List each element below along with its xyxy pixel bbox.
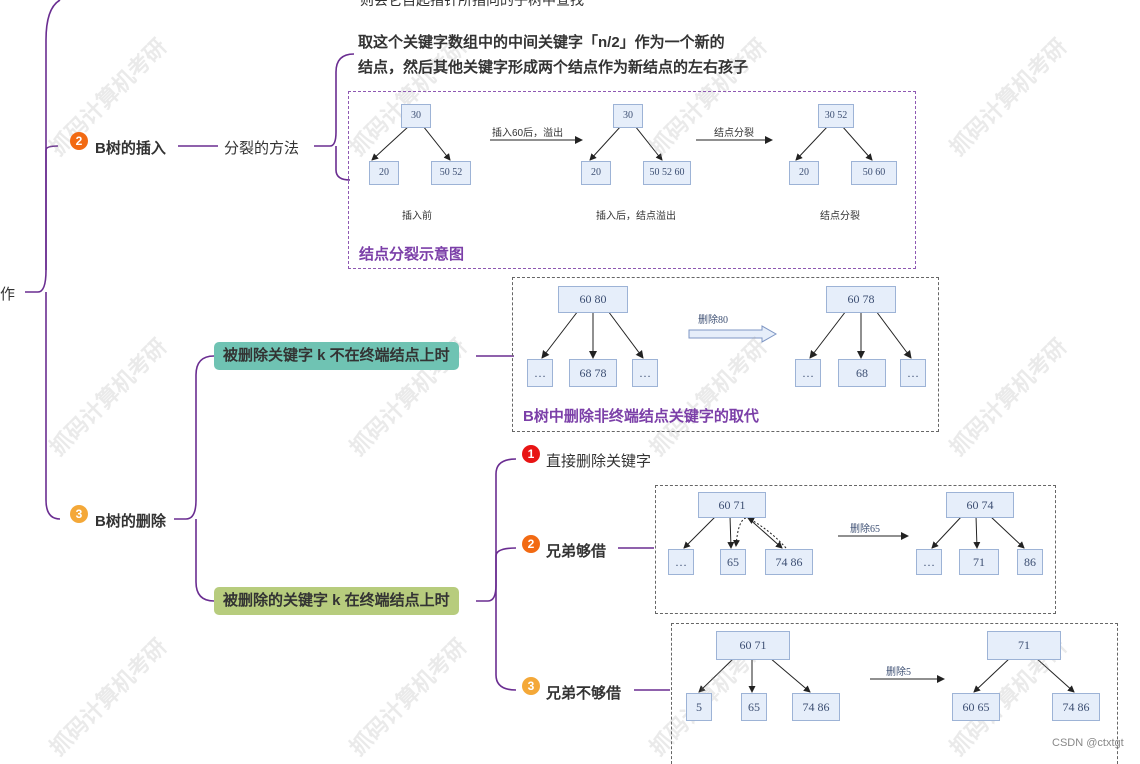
- merge-diagram-box: [671, 623, 1118, 764]
- c3-before-child1: 5: [686, 693, 712, 721]
- insert-node[interactable]: B树的插入: [95, 140, 166, 157]
- overflow-caption: 插入后，结点溢出: [596, 211, 676, 222]
- split-desc-line1: 取这个关键字数组中的中间关键字「n/2」作为一个新的: [358, 34, 725, 51]
- before-right-node: 50 52: [431, 161, 471, 185]
- delete-order-badge: 3: [70, 505, 88, 523]
- c3-before-root: 60 71: [716, 631, 790, 660]
- before-left-node: 20: [369, 161, 399, 185]
- overflow-left-node: 20: [581, 161, 611, 185]
- nl-after-child1: …: [795, 359, 821, 387]
- leaf-deletion-node[interactable]: 被删除的关键字 k 在终端结点上时: [214, 587, 459, 615]
- split-right-node: 50 60: [851, 161, 897, 185]
- before-root-node: 30: [401, 104, 431, 128]
- nl-after-root: 60 78: [826, 286, 896, 313]
- delete-node[interactable]: B树的删除: [95, 513, 166, 530]
- c2-after-child3: 86: [1017, 549, 1043, 575]
- root-node-fragment: 作: [0, 286, 16, 303]
- cannot-borrow-node[interactable]: 兄弟不够借: [546, 685, 622, 702]
- cut-off-text: 则会它自起指针所指向的子树中查找: [360, 0, 584, 8]
- case2-badge: 2: [522, 535, 540, 553]
- c3-arrow-label: 删除5: [886, 667, 911, 678]
- split-diagram-caption: 结点分裂示意图: [359, 246, 465, 263]
- overflow-root-node: 30: [613, 104, 643, 128]
- nonleaf-diagram-box: [512, 277, 939, 432]
- c3-before-child3: 74 86: [792, 693, 840, 721]
- direct-delete-node[interactable]: 直接删除关键字: [546, 453, 652, 470]
- nonleaf-deletion-node[interactable]: 被删除关键字 k 不在终端结点上时: [214, 342, 459, 370]
- c3-after-child2: 74 86: [1052, 693, 1100, 721]
- c2-after-child1: …: [916, 549, 942, 575]
- borrow-diagram-box: [655, 485, 1056, 614]
- nonleaf-diagram-caption: B树中删除非终端结点关键字的取代: [523, 408, 759, 425]
- insert-order-badge: 2: [70, 132, 88, 150]
- csdn-credit: CSDN @ctxtgt: [1052, 737, 1124, 749]
- nl-before-root: 60 80: [558, 286, 628, 313]
- split-left-node: 20: [789, 161, 819, 185]
- overflow-right-node: 50 52 60: [643, 161, 691, 185]
- borrow-sibling-node[interactable]: 兄弟够借: [546, 543, 607, 560]
- before-caption: 插入前: [402, 211, 432, 222]
- split-method-node[interactable]: 分裂的方法: [224, 140, 300, 157]
- nl-arrow-label: 删除80: [698, 315, 728, 326]
- nl-after-child2: 68: [838, 359, 886, 387]
- nl-before-child1: …: [527, 359, 553, 387]
- case3-badge: 3: [522, 677, 540, 695]
- c3-before-child2: 65: [741, 693, 767, 721]
- c2-arrow-label: 删除65: [850, 524, 880, 535]
- c2-before-child1: …: [668, 549, 694, 575]
- insert-arrow-label: 插入60后，溢出: [492, 128, 564, 139]
- nl-before-child2: 68 78: [569, 359, 617, 387]
- split-root-node: 30 52: [818, 104, 854, 128]
- c2-after-root: 60 74: [946, 492, 1014, 518]
- c2-before-child2: 65: [720, 549, 746, 575]
- c3-after-child1: 60 65: [952, 693, 1000, 721]
- c2-before-root: 60 71: [698, 492, 766, 518]
- nl-before-child3: …: [632, 359, 658, 387]
- c2-before-child3: 74 86: [765, 549, 813, 575]
- case1-badge: 1: [522, 445, 540, 463]
- c2-after-child2: 71: [959, 549, 999, 575]
- split-desc-line2: 结点，然后其他关键字形成两个结点作为新结点的左右孩子: [358, 59, 749, 76]
- split-arrow-label: 结点分裂: [714, 128, 754, 139]
- c3-after-root: 71: [987, 631, 1061, 660]
- nl-after-child3: …: [900, 359, 926, 387]
- split-diagram-box: [348, 91, 916, 269]
- split-caption: 结点分裂: [820, 211, 860, 222]
